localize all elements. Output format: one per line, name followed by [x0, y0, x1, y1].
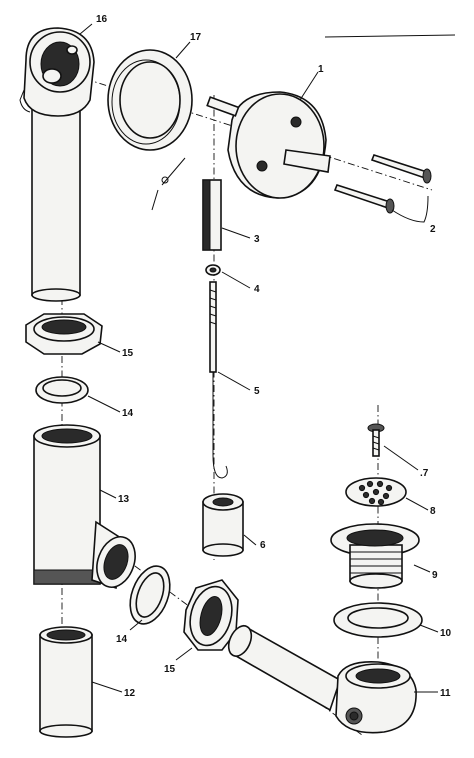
- callout-13: 13: [118, 494, 130, 505]
- callout-16: 16: [96, 14, 108, 25]
- callout-14-lower: 14: [116, 634, 128, 645]
- cotter-pin: [151, 157, 186, 211]
- part-12-tailpiece: [39, 626, 93, 738]
- callout-3: 3: [254, 234, 260, 245]
- callout-12: 12: [124, 688, 136, 699]
- part-5-lift-rod: [209, 281, 228, 479]
- callout-1: 1: [318, 64, 324, 75]
- part-7-strainer-screw: [367, 423, 385, 457]
- callout-5: 5: [254, 386, 260, 397]
- strainer-holes: [358, 480, 393, 506]
- callout-17-label: 17: [190, 32, 202, 43]
- callout-15-upper: 15: [122, 348, 134, 359]
- part-13-waste-tee: [33, 424, 136, 590]
- callout-15-lower: 15: [164, 664, 176, 675]
- callout-numbers: 16 17 17 1 2 3 4 5 6 .7 8 9 10 11 12 13 …: [96, 14, 452, 699]
- callout-14-upper: 14: [122, 408, 134, 419]
- part-11-drain-shoe: [227, 624, 417, 734]
- callout-4: 4: [254, 284, 260, 295]
- part-2-screws: [333, 154, 432, 214]
- callout-6: 6: [260, 540, 266, 551]
- part-15-slip-nut-lower: [183, 579, 239, 651]
- part-4-lock-nut: [205, 264, 221, 276]
- callout-11: 11: [440, 688, 451, 699]
- part-8-strainer: [345, 477, 407, 507]
- part-10-drain-gasket: [333, 602, 423, 638]
- callout-7: .7: [420, 468, 429, 479]
- part-17-overflow-gasket: [107, 49, 193, 151]
- part-14-washer-upper: [35, 376, 89, 404]
- part-6-plunger: [202, 493, 244, 557]
- callout-10: 10: [440, 628, 452, 639]
- part-14-washer-lower: [129, 565, 171, 625]
- part-3-linkage-sleeve: [202, 179, 222, 251]
- part-15-slip-nut-upper: [25, 313, 103, 355]
- callout-leader-lines: [79, 23, 439, 693]
- part-1-faceplate: [206, 91, 331, 199]
- part-16-overflow-elbow: [19, 27, 95, 302]
- callout-2: 2: [430, 224, 436, 235]
- callout-8: 8: [430, 506, 436, 517]
- part-9-drain-flange: [330, 523, 420, 589]
- callout-9: 9: [432, 570, 438, 581]
